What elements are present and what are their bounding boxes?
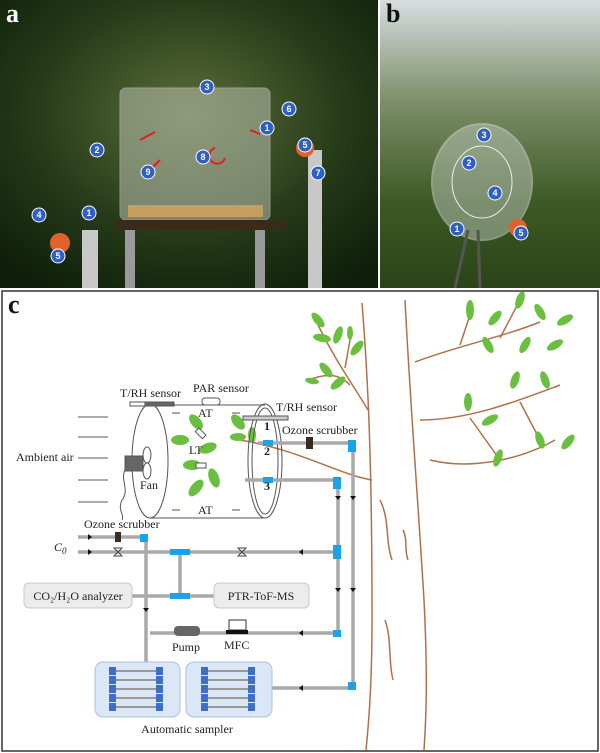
tube-cap: [201, 685, 208, 693]
port-1: 1: [264, 419, 270, 433]
svg-text:5: 5: [518, 228, 523, 238]
tube-cap: [156, 685, 163, 693]
par-sensor-label: PAR sensor: [193, 381, 249, 395]
marker: 3: [199, 79, 215, 95]
ptr-tof-ms: [213, 582, 310, 609]
pump-icon: [174, 626, 200, 636]
tube-cap: [156, 703, 163, 711]
marker: 4: [31, 207, 47, 223]
marker: 5: [513, 225, 529, 241]
marker: 2: [89, 142, 105, 158]
marker: 3: [476, 127, 492, 143]
svg-text:9: 9: [145, 167, 150, 177]
trh-sensor-right-label: T/RH sensor: [276, 400, 337, 414]
tube-cap: [109, 676, 116, 684]
valves: [112, 547, 248, 557]
ptr-label: PTR-ToF-MS: [228, 589, 295, 603]
tube-cap: [201, 703, 208, 711]
panel-label-b: b: [386, 0, 400, 28]
svg-text:1: 1: [454, 224, 459, 234]
marker: 1: [259, 120, 275, 136]
marker: 2: [461, 155, 477, 171]
tubing: [78, 437, 356, 691]
svg-text:4: 4: [36, 210, 41, 220]
svg-text:1: 1: [86, 208, 91, 218]
photo-panel-a: a: [0, 0, 378, 288]
port-3: 3: [264, 479, 270, 493]
mfc-label: MFC: [224, 638, 249, 652]
marker: 8: [195, 149, 211, 165]
tube-cap: [156, 667, 163, 675]
marker: 4: [487, 185, 503, 201]
mfc-icon: [228, 619, 247, 631]
at-bottom-label: AT: [198, 503, 213, 517]
tube-cap: [156, 694, 163, 702]
ambient-air-label: Ambient air: [16, 450, 74, 464]
photo-b-markers: 1 2 3 4 5: [449, 127, 529, 241]
ozone-scrubber-right: [306, 437, 313, 449]
tube-cap: [248, 694, 255, 702]
fan-label: Fan: [140, 478, 158, 492]
marker: 6: [281, 101, 297, 117]
tube-cap: [248, 676, 255, 684]
trees: [239, 299, 561, 751]
tee-connectors: [140, 440, 356, 690]
tube-cap: [109, 667, 116, 675]
svg-text:4: 4: [492, 188, 497, 198]
panel-label-c: c: [8, 290, 20, 319]
photo-panel-b: b: [380, 0, 600, 289]
svg-text:6: 6: [286, 104, 291, 114]
marker: 9: [140, 164, 156, 180]
trh-sensor-left-label: T/RH sensor: [120, 386, 181, 400]
ozone-scrubber-right-label: Ozone scrubber: [282, 423, 358, 437]
tube-cap: [248, 667, 255, 675]
automatic-sampler: [94, 661, 273, 718]
port-2: 2: [264, 444, 270, 458]
tube-cap: [248, 703, 255, 711]
c0-label: C0: [54, 540, 67, 556]
tube-cap: [109, 685, 116, 693]
chamber: [119, 397, 289, 521]
tube-cap: [201, 667, 208, 675]
svg-text:1: 1: [264, 123, 269, 133]
tube-cap: [201, 694, 208, 702]
marker: 1: [449, 221, 465, 237]
svg-text:8: 8: [200, 152, 205, 162]
panel-label-a: a: [6, 0, 19, 28]
marker: 5: [50, 248, 66, 264]
tube-cap: [248, 685, 255, 693]
tube-cap: [109, 694, 116, 702]
svg-text:5: 5: [302, 140, 307, 150]
tube-cap: [109, 703, 116, 711]
svg-text:2: 2: [466, 158, 471, 168]
analyzer-label: CO₂/H₂O analyzer: [33, 589, 122, 603]
svg-text:5: 5: [55, 251, 60, 261]
svg-text:2: 2: [94, 145, 99, 155]
marker: 7: [310, 165, 326, 181]
sampler-label: Automatic sampler: [141, 722, 233, 736]
tube-cap: [156, 676, 163, 684]
pump-label: Pump: [172, 640, 200, 654]
svg-text:3: 3: [204, 82, 209, 92]
diagram-panel-c: c: [1, 290, 599, 752]
ozone-scrubber-left-label: Ozone scrubber: [84, 517, 160, 531]
photo-a-markers: 1 1 2 3 4 5 5 6 7 8 9: [31, 79, 326, 264]
co2-h2o-analyzer: [23, 582, 133, 609]
svg-text:3: 3: [481, 130, 486, 140]
ozone-scrubber-left: [115, 532, 121, 542]
ambient-air-arrows: [78, 416, 108, 503]
tube-cap: [201, 676, 208, 684]
at-top-label: AT: [198, 406, 213, 420]
lt-label: LT: [189, 443, 203, 457]
marker: 5: [297, 137, 313, 153]
marker: 1: [81, 205, 97, 221]
svg-text:7: 7: [315, 168, 320, 178]
